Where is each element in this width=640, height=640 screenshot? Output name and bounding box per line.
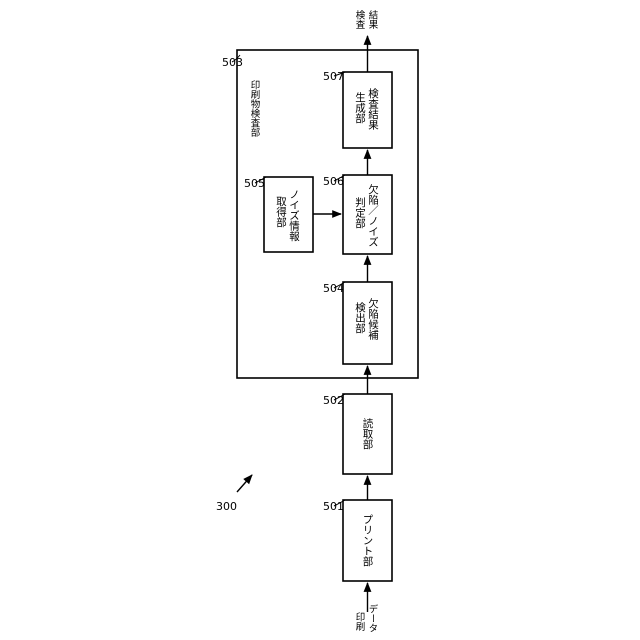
block-reading-unit: 読取部 502 — [323, 394, 392, 474]
block-defect-noise-judgment-label-1: 欠陥／ノイズ — [367, 183, 379, 247]
block-noise-info-acquisition: ノイズ情報 取得部 505 — [244, 177, 313, 252]
block-reading-unit-label: 読取部 — [362, 417, 374, 450]
block-noise-info-acquisition-label-2: 取得部 — [275, 196, 287, 228]
block-inspection-result-generation-ref: 507 — [323, 70, 344, 83]
block-inspection-result-generation-label-1: 検査結果 — [367, 87, 379, 131]
block-defect-candidate-detection-label-2: 検出部 — [354, 301, 366, 334]
figure-number-pointer — [237, 475, 252, 492]
output-label-line-2: 結果 — [367, 9, 379, 30]
block-defect-noise-judgment-label-2: 判定部 — [354, 197, 366, 229]
block-inspection-result-generation-label-2: 生成部 — [354, 91, 366, 124]
block-defect-candidate-detection-label-1: 欠陥候補 — [367, 297, 379, 341]
block-noise-info-acquisition-label-1: ノイズ情報 — [288, 189, 300, 242]
figure-number: 300 — [216, 500, 237, 513]
output-label-line-1: 検査 — [354, 9, 366, 29]
input-label-line-2: データ — [367, 603, 379, 632]
inspection-unit-ref: 503 — [222, 56, 243, 69]
inspection-unit-label: 印刷物検査部 — [249, 79, 261, 138]
input-label-line-1: 印刷 — [354, 611, 366, 631]
block-defect-candidate-detection: 欠陥候補 検出部 504 — [323, 282, 392, 364]
block-inspection-result-generation: 検査結果 生成部 507 — [323, 70, 392, 148]
block-print-unit-label: プリント部 — [362, 514, 374, 567]
block-print-unit: プリント部 501 — [323, 500, 392, 581]
